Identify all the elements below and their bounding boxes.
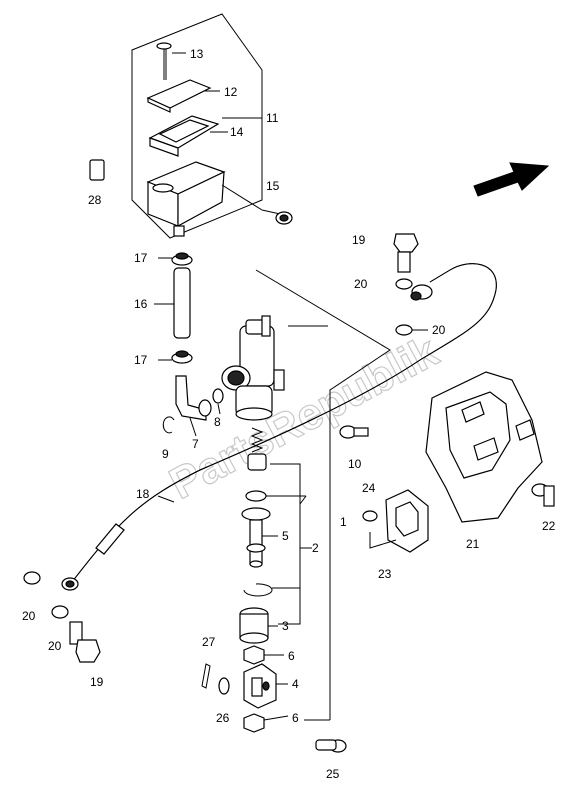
label-3: 3 bbox=[282, 619, 289, 633]
label-18: 18 bbox=[136, 487, 150, 501]
label-24: 24 bbox=[362, 481, 376, 495]
front-arrow-icon bbox=[473, 162, 550, 197]
label-28: 28 bbox=[88, 193, 102, 207]
lock-nut-upper bbox=[243, 645, 265, 665]
label-5: 5 bbox=[282, 529, 289, 543]
label-20-right-lower: 20 bbox=[432, 323, 446, 337]
label-6-upper: 6 bbox=[288, 649, 295, 663]
union-bolt-upper bbox=[393, 233, 419, 273]
bracket-screw bbox=[362, 510, 378, 522]
piston-spring bbox=[250, 427, 264, 453]
guard-bolt-left bbox=[339, 425, 369, 439]
sealing-washer-right-upper bbox=[395, 278, 413, 290]
o-ring bbox=[212, 388, 224, 404]
clevis-pin bbox=[315, 739, 347, 753]
label-2: 2 bbox=[312, 541, 319, 555]
sealing-washer-right-lower bbox=[395, 324, 413, 336]
reservoir-cap-screw bbox=[156, 42, 186, 80]
label-25: 25 bbox=[326, 767, 340, 781]
label-1: 1 bbox=[340, 515, 347, 529]
master-cylinder-group-outline bbox=[255, 269, 391, 720]
sealing-washer-left-lower bbox=[51, 605, 69, 619]
label-6-lower: 6 bbox=[292, 711, 299, 725]
label-10: 10 bbox=[348, 457, 362, 471]
label-20-right-upper: 20 bbox=[354, 277, 368, 291]
circlip-small bbox=[162, 416, 175, 434]
hose-guide-bracket bbox=[385, 489, 429, 553]
guard-bolt-right bbox=[531, 483, 555, 507]
hose-clamp-lower bbox=[171, 350, 193, 364]
label-11: 11 bbox=[266, 111, 279, 125]
label-12: 12 bbox=[224, 85, 238, 99]
piston-seal bbox=[245, 490, 267, 502]
union-bolt-lower bbox=[69, 621, 101, 663]
label-21: 21 bbox=[466, 537, 480, 551]
snap-ring bbox=[243, 583, 273, 597]
label-17-upper: 17 bbox=[134, 251, 148, 265]
reservoir-body bbox=[146, 161, 226, 237]
label-27: 27 bbox=[202, 635, 216, 649]
label-14: 14 bbox=[230, 125, 244, 139]
hose-clamp-upper bbox=[171, 252, 193, 266]
piston bbox=[241, 507, 271, 568]
label-26: 26 bbox=[216, 711, 230, 725]
label-17-lower: 17 bbox=[134, 353, 148, 367]
master-cylinder-body bbox=[221, 315, 285, 421]
master-cylinder-guard bbox=[425, 371, 543, 523]
label-20-left-lower: 20 bbox=[48, 639, 62, 653]
piston-cup bbox=[247, 453, 267, 471]
label-22: 22 bbox=[542, 519, 556, 533]
cotter-pin bbox=[201, 663, 211, 689]
reservoir-mounting-bolt bbox=[261, 209, 293, 225]
clevis-joint bbox=[243, 663, 277, 709]
reservoir-hose bbox=[173, 267, 191, 339]
label-9: 9 bbox=[162, 447, 169, 461]
label-19-upper: 19 bbox=[352, 233, 366, 247]
label-7: 7 bbox=[192, 437, 199, 451]
reservoir-group-outline bbox=[131, 13, 263, 239]
pin-washer bbox=[218, 677, 230, 695]
label-23: 23 bbox=[378, 567, 392, 581]
label-8: 8 bbox=[214, 415, 221, 429]
label-20-left-upper: 20 bbox=[22, 609, 36, 623]
lock-nut-lower bbox=[243, 713, 265, 733]
label-13: 13 bbox=[190, 47, 204, 61]
label-15: 15 bbox=[266, 179, 280, 193]
label-4: 4 bbox=[292, 677, 299, 691]
label-19-lower: 19 bbox=[90, 675, 104, 689]
label-16: 16 bbox=[134, 297, 148, 311]
push-rod-boot bbox=[239, 607, 269, 644]
small-cap-part bbox=[89, 159, 105, 181]
sealing-washer-left-upper bbox=[23, 571, 41, 585]
